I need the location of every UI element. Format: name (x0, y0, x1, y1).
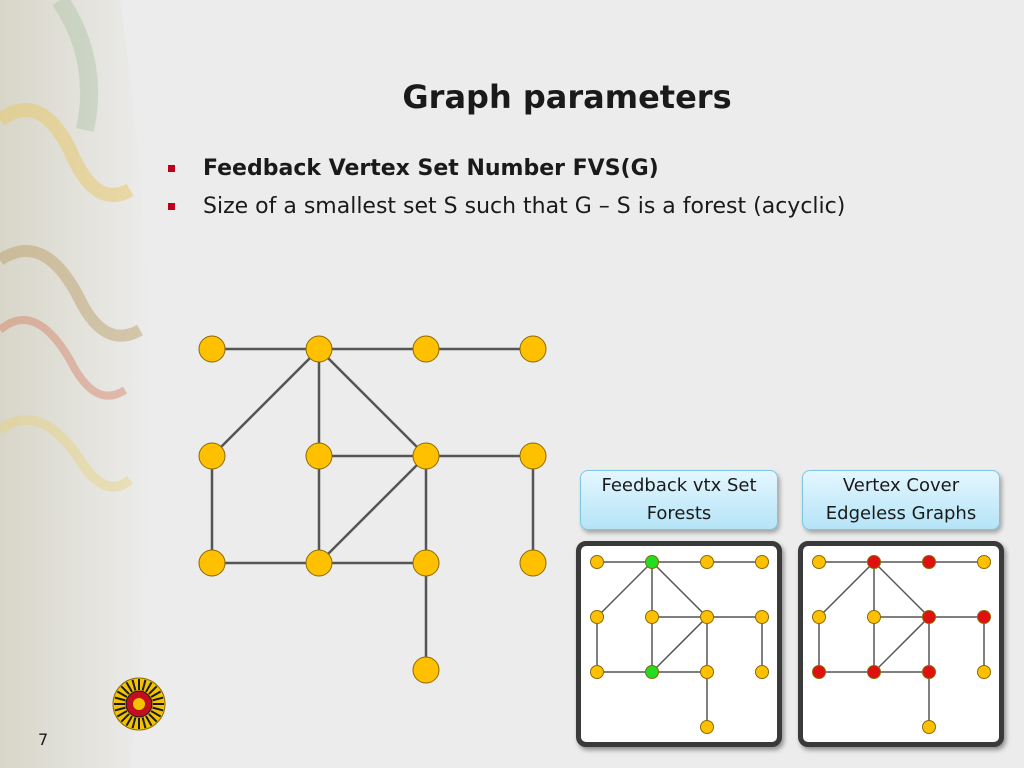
graph-edge-b-e (596, 561, 653, 618)
graph-edge-b-e (211, 348, 320, 457)
graph-vertex-g (412, 442, 440, 470)
bullet-square-icon (168, 165, 175, 172)
graph-edge-g-j (318, 455, 427, 564)
graph-vertex-b (645, 555, 659, 569)
graph-vertex-h (977, 610, 991, 624)
graph-vertex-l (519, 549, 547, 577)
panel-graph (590, 555, 769, 734)
graph-vertex-b (867, 555, 881, 569)
graph-vertex-c (700, 555, 714, 569)
graph-vertex-k (412, 549, 440, 577)
graph-vertex-i (590, 665, 604, 679)
graph-vertex-a (812, 555, 826, 569)
graph-edge-b-g (318, 348, 427, 457)
seal-ray (125, 715, 133, 727)
callout-feedback-vertex-set: Feedback vtx Set Forests (580, 470, 778, 530)
graph-vertex-h (755, 610, 769, 624)
seal-ray (148, 685, 158, 695)
slide-number: 7 (38, 730, 49, 749)
graph-vertex-j (867, 665, 881, 679)
seal-ray (145, 715, 153, 727)
graph-vertex-b (305, 335, 333, 363)
graph-vertex-h (519, 442, 547, 470)
seal-ray (150, 690, 162, 698)
graph-vertex-m (412, 656, 440, 684)
callout-vertex-cover: Vertex Cover Edgeless Graphs (802, 470, 1000, 530)
seal-ray (116, 710, 128, 718)
graph-edge-b-e (818, 561, 875, 618)
callout-line2: Forests (646, 503, 712, 524)
graph-edge-g-j (873, 616, 930, 673)
graph-vertex-f (645, 610, 659, 624)
seal-ray (131, 717, 137, 729)
graph-vertex-d (519, 335, 547, 363)
graph-vertex-d (755, 555, 769, 569)
seal-ray (148, 713, 158, 723)
graph-vertex-e (812, 610, 826, 624)
seal-ray (116, 690, 128, 698)
callout-line2: Edgeless Graphs (825, 503, 977, 524)
seal-ray (152, 696, 164, 702)
graph-vertex-f (867, 610, 881, 624)
seal-ray (152, 706, 164, 712)
graph-vertex-g (700, 610, 714, 624)
bullet-text: Feedback Vertex Set Number FVS(G) (203, 156, 659, 181)
university-seal-icon (112, 677, 166, 731)
graph-vertex-e (590, 610, 604, 624)
seal-ray (145, 681, 153, 693)
graph-vertex-e (198, 442, 226, 470)
graph-edge-g-j (651, 616, 708, 673)
seal-ray (150, 710, 162, 718)
seal-ray (141, 679, 147, 691)
graph-vertex-g (922, 610, 936, 624)
graph-vertex-a (198, 335, 226, 363)
bullet-square-icon (168, 203, 175, 210)
graph-edge-b-g (873, 561, 930, 618)
graph-vertex-f (305, 442, 333, 470)
callout-line1: Feedback vtx Set (601, 475, 757, 496)
graph-vertex-k (922, 665, 936, 679)
graph-vertex-j (645, 665, 659, 679)
bullet-text: Size of a smallest set S such that G – S… (203, 194, 846, 219)
panel-feedback-vertex-set-graph (576, 541, 782, 747)
bullet-item-fvs-definition: Feedback Vertex Set Number FVS(G) (165, 150, 845, 188)
slide-title: Graph parameters (402, 78, 732, 116)
graph-vertex-m (922, 720, 936, 734)
seal-ray (141, 717, 147, 729)
seal-ray (131, 679, 137, 691)
graph-vertex-j (305, 549, 333, 577)
graph-vertex-c (922, 555, 936, 569)
graph-vertex-l (977, 665, 991, 679)
graph-vertex-l (755, 665, 769, 679)
seal-ray (120, 685, 130, 695)
graph-vertex-c (412, 335, 440, 363)
seal-ray (114, 696, 126, 702)
seal-ray (114, 706, 126, 712)
graph-vertex-k (700, 665, 714, 679)
graph-vertex-d (977, 555, 991, 569)
graph-vertex-i (812, 665, 826, 679)
graph-vertex-m (700, 720, 714, 734)
bullet-item-fvs-description: Size of a smallest set S such that G – S… (165, 188, 845, 226)
panel-graph (812, 555, 991, 734)
graph-vertex-i (198, 549, 226, 577)
callout-line1: Vertex Cover (842, 475, 960, 496)
graph-vertex-a (590, 555, 604, 569)
panel-vertex-cover-graph (798, 541, 1004, 747)
graph-edge-b-g (651, 561, 708, 618)
seal-ray (120, 713, 130, 723)
seal-ray (125, 681, 133, 693)
bullet-list: Feedback Vertex Set Number FVS(G) Size o… (165, 150, 845, 226)
